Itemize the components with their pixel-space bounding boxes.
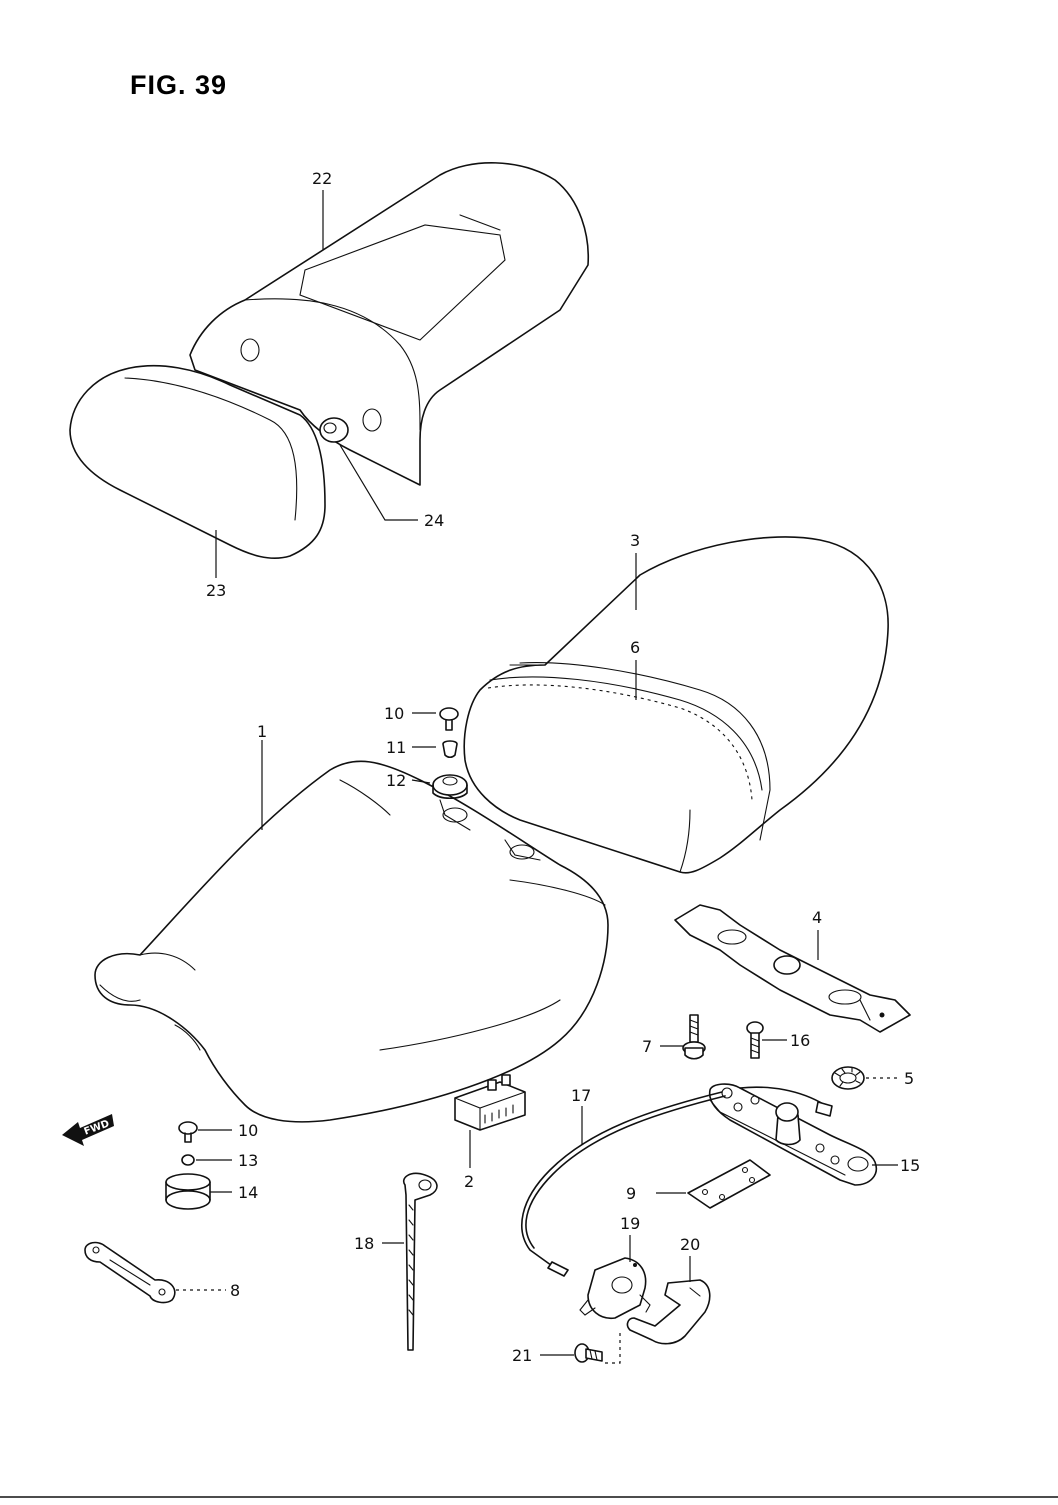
- callout-8: 8: [230, 1281, 240, 1300]
- leader-lines: [176, 190, 900, 1364]
- part-10-bolt-upper: [439, 707, 459, 731]
- callout-10-lower: 10: [238, 1121, 258, 1140]
- part-15-seat-lock: [708, 1083, 877, 1186]
- callout-6: 6: [630, 638, 640, 657]
- figure-title: FIG. 39: [130, 70, 228, 100]
- callout-5: 5: [904, 1069, 914, 1088]
- part-19-lock-set: [579, 1257, 651, 1320]
- callout-10-upper: 10: [384, 704, 404, 723]
- part-8-stay: [84, 1241, 176, 1304]
- callout-21: 21: [512, 1346, 532, 1365]
- part-4-seat-bracket: [674, 904, 911, 1033]
- part-22-seat-cowl: [189, 162, 590, 486]
- callout-12: 12: [386, 771, 406, 790]
- forward-arrow: FWD: [62, 1114, 114, 1146]
- part-12-cushion: [432, 774, 468, 800]
- part-18-clamp-band: [403, 1172, 438, 1351]
- callout-14: 14: [238, 1183, 258, 1202]
- callout-4: 4: [812, 908, 822, 927]
- callout-23: 23: [206, 581, 226, 600]
- part-11-collar: [442, 740, 458, 759]
- callout-15: 15: [900, 1156, 920, 1175]
- part-10-bolt-lower: [178, 1121, 198, 1143]
- callout-9: 9: [626, 1184, 636, 1203]
- callout-18: 18: [354, 1234, 374, 1253]
- callout-17: 17: [571, 1086, 591, 1105]
- part-21-bolt: [574, 1343, 603, 1363]
- part-2-connector: [454, 1074, 526, 1131]
- part-9-plate: [687, 1159, 771, 1209]
- part-7-bolt: [682, 1014, 706, 1060]
- part-5-washer: [831, 1066, 865, 1090]
- callout-19: 19: [620, 1214, 640, 1233]
- callout-1: 1: [257, 722, 267, 741]
- part-3-rear-seat: [463, 536, 889, 874]
- part-20-lock-bracket: [626, 1279, 711, 1345]
- forward-label: FWD: [83, 1118, 111, 1137]
- callout-22: 22: [312, 169, 332, 188]
- part-14-spacer: [165, 1173, 211, 1210]
- callout-7: 7: [642, 1037, 652, 1056]
- part-24-grommet: [319, 417, 349, 443]
- callout-16: 16: [790, 1031, 810, 1050]
- callout-3: 3: [630, 531, 640, 550]
- part-23-pillion-pad: [69, 364, 326, 559]
- callout-labels: 22 23 24 3 6 1 10 11 12 4 7 16 5 15 9 17…: [206, 169, 920, 1365]
- part-1-front-seat: [94, 760, 609, 1123]
- part-17-lock-cable: [521, 1091, 726, 1277]
- callout-11: 11: [386, 738, 406, 757]
- callout-20: 20: [680, 1235, 700, 1254]
- callout-13: 13: [238, 1151, 258, 1170]
- part-13-nut: [181, 1154, 195, 1166]
- callout-2: 2: [464, 1172, 474, 1191]
- part-16-screw: [746, 1021, 764, 1059]
- callout-24: 24: [424, 511, 444, 530]
